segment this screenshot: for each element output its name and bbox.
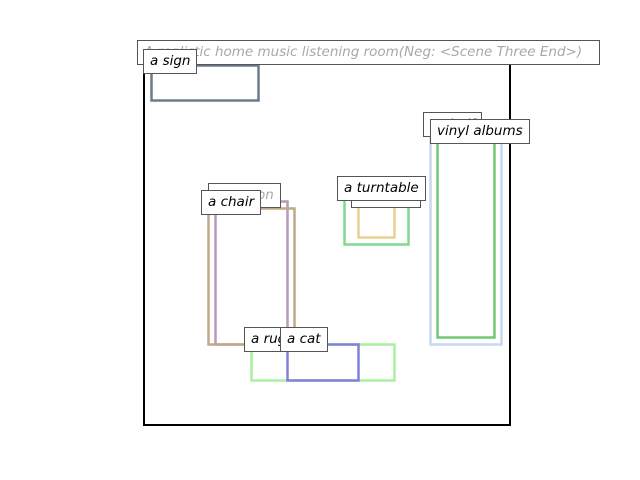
box-record <box>357 203 396 239</box>
label-vinyl-albums: vinyl albums <box>430 119 530 144</box>
box-shelf <box>429 129 503 346</box>
diagram-title: A realistic home music listening room(Ne… <box>137 40 600 65</box>
label-turntable: a turntable <box>337 176 426 201</box>
label-cat: a cat <box>280 327 328 352</box>
box-sign <box>150 64 260 102</box>
label-chair: a chair <box>201 190 262 215</box>
box-vinyl-albums <box>436 136 496 339</box>
box-chair <box>207 207 296 346</box>
label-sign: a sign <box>143 49 198 74</box>
box-person <box>214 200 289 346</box>
